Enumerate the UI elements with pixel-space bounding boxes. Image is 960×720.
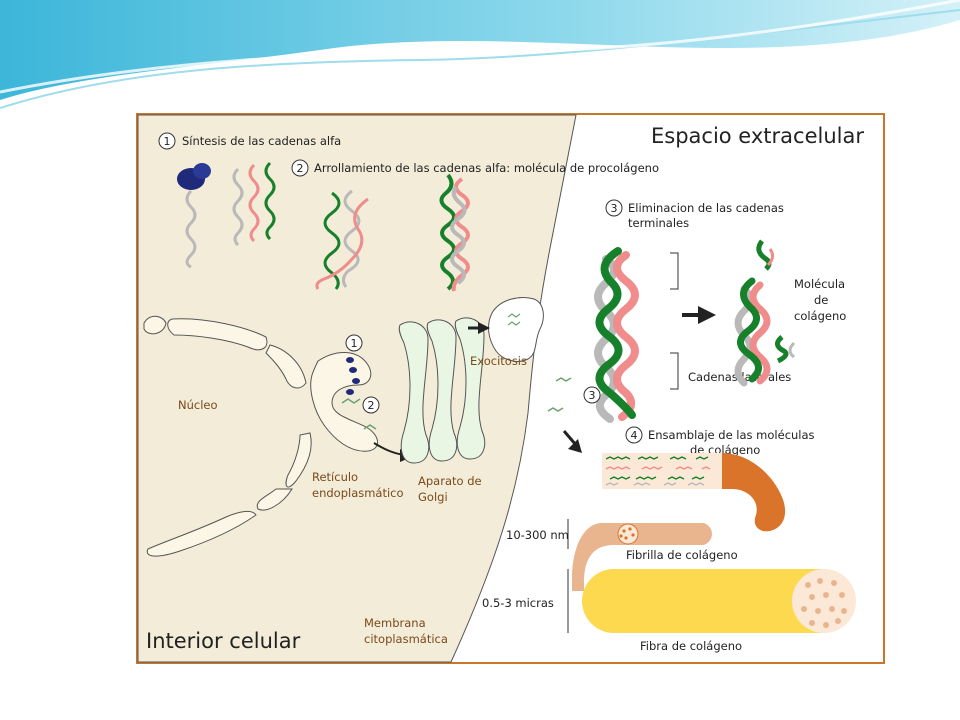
terminal-bracket-bottom [670,352,679,390]
golgi-apparatus [398,317,486,464]
er-marker-1-number: 1 [351,337,358,350]
step-1: 1 Síntesis de las cadenas alfa [158,132,341,150]
nascent-chain [185,189,197,269]
step-2-number: 2 [297,162,304,175]
er-marker-1: 1 [345,334,363,352]
interior-title: Interior celular [146,629,301,653]
step-3-number: 3 [611,202,618,215]
alpha-chain-green [264,161,276,241]
step-2: 2 Arrollamiento de las cadenas alfa: mol… [291,159,659,177]
exterior-title: Espacio extracelular [651,124,864,148]
step-2-label: Arrollamiento de las cadenas alfa: moléc… [314,161,659,175]
er-marker-2: 2 [362,396,380,414]
er-procollagen [341,398,377,430]
nucleus [143,315,312,557]
step-3-label-line2: terminales [628,216,689,230]
step-3-marker [605,199,623,217]
removed-chain [775,335,789,364]
step-1-marker [158,132,176,150]
collagen-molecule-label-line2: de [814,293,828,307]
step-1-number: 1 [164,135,171,148]
fiber-label: Fibra de colágeno [640,639,742,653]
secreted-procollagen [547,377,572,412]
removed-chain [788,341,796,359]
step-4-label-line1: Ensamblaje de las moléculas [648,428,815,442]
step-3: 3 Eliminacion de las cadenas terminales [605,199,784,230]
extracellular-marker-3: 3 [583,386,601,404]
arrow-right-icon [478,322,490,334]
extracellular-marker-3-number: 3 [589,389,596,402]
ribosome-icon [177,163,211,190]
er-label-line1: Retículo [312,470,358,484]
ribosome-icon [346,357,360,395]
golgi-label-line1: Aparato de [418,474,482,488]
fibril-size-label: 10-300 nm [506,528,569,542]
fibril-label: Fibrilla de colágeno [626,548,738,562]
step-2-marker [291,159,309,177]
procollagen-molecule [594,247,639,423]
er-label-line2: endoplasmático [312,486,404,500]
collagen-fiber [582,569,852,633]
step-1-label: Síntesis de las cadenas alfa [182,134,341,148]
er-marker-2-number: 2 [368,399,375,412]
alpha-chain-pink [248,163,260,243]
exocytosis-vesicle [488,297,544,362]
fiber-size-label: 0.5-3 micras [482,596,554,610]
collagen-synthesis-diagram: Espacio extracelular Interior celular 1 … [136,113,885,664]
cell-interior-region [137,114,577,663]
arrow-right-icon [698,306,716,324]
removed-chain [766,248,775,267]
collagen-molecule [734,277,771,387]
arrow-down-right-icon [562,430,578,446]
alpha-chain-gray [232,167,244,247]
winding-chain-pink [315,197,369,290]
fibril-cross-dots [619,527,635,540]
fiber-cross-dots [801,578,847,628]
membrane-label-line1: Membrana [364,616,426,630]
nucleus-label: Núcleo [178,398,218,412]
membrane-label-line2: citoplasmática [364,632,448,646]
winding-chain-gray [341,189,361,288]
procollagen-gray [450,185,467,285]
header-wave [0,0,960,100]
fibril-cross-section [617,523,639,545]
vesicle-procollagen [507,313,521,326]
terminal-bracket-top [670,252,679,290]
exocytosis-label: Exocitosis [470,354,527,368]
collagen-molecule-label-line1: Molécula [794,277,845,291]
collagen-molecule-label-line3: colágeno [794,309,846,323]
golgi-label-line2: Golgi [418,490,448,504]
header-wave-highlight-2 [0,0,960,94]
procollagen-green [439,173,456,291]
step-3-label-line1: Eliminacion de las cadenas [628,201,784,215]
step-4-marker [625,426,643,444]
removed-chain [756,239,772,271]
arrow-down-right-icon [568,439,582,453]
step-4-number: 4 [631,429,638,442]
microfibril-molecules [605,456,711,486]
